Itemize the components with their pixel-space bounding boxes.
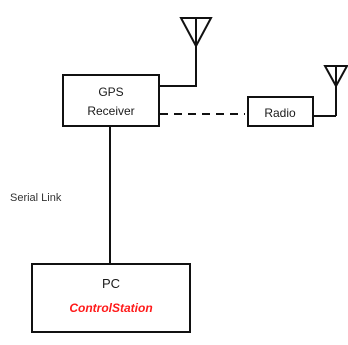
pc-title: PC xyxy=(102,276,120,291)
pc-subtitle: ControlStation xyxy=(69,301,152,315)
gps-antenna-icon xyxy=(179,17,213,84)
gps-receiver-box: GPS Receiver xyxy=(62,74,160,127)
gps-receiver-label-line2: Receiver xyxy=(87,104,134,118)
radio-box: Radio xyxy=(247,96,314,127)
gps-receiver-label-line1: GPS xyxy=(98,85,123,99)
radio-label: Radio xyxy=(264,106,296,120)
radio-antenna-icon xyxy=(313,65,348,117)
pc-box: PC ControlStation xyxy=(31,263,191,333)
serial-link-label: Serial Link xyxy=(10,192,62,204)
